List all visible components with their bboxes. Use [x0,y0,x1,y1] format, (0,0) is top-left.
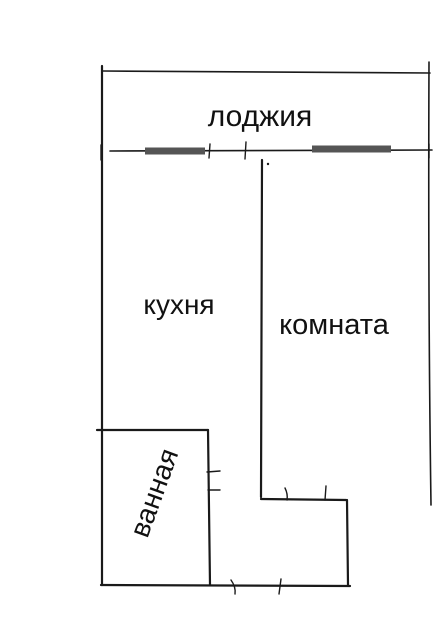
hall-top-wall [259,497,348,502]
wall-dot [266,162,270,166]
entry-arc [230,579,236,595]
door-arc-room [284,487,288,501]
door-tick-room [324,485,327,501]
loggia-label: лоджия [208,100,312,133]
entry-tick [278,578,282,595]
kitchen-label: кухня [143,289,214,320]
partition-wall [259,158,264,499]
hall-right-wall [345,498,350,587]
bathroom-label: ванная [124,444,185,541]
room-label: комната [279,309,390,341]
loggia-right-wall [427,61,432,506]
door-tick-right [244,141,247,160]
loggia-top-wall [102,70,431,74]
door-tick-left [208,143,211,159]
bottom-wall [99,583,352,588]
bath-door-tick-top [206,470,221,473]
bathroom-right-wall [206,428,212,587]
